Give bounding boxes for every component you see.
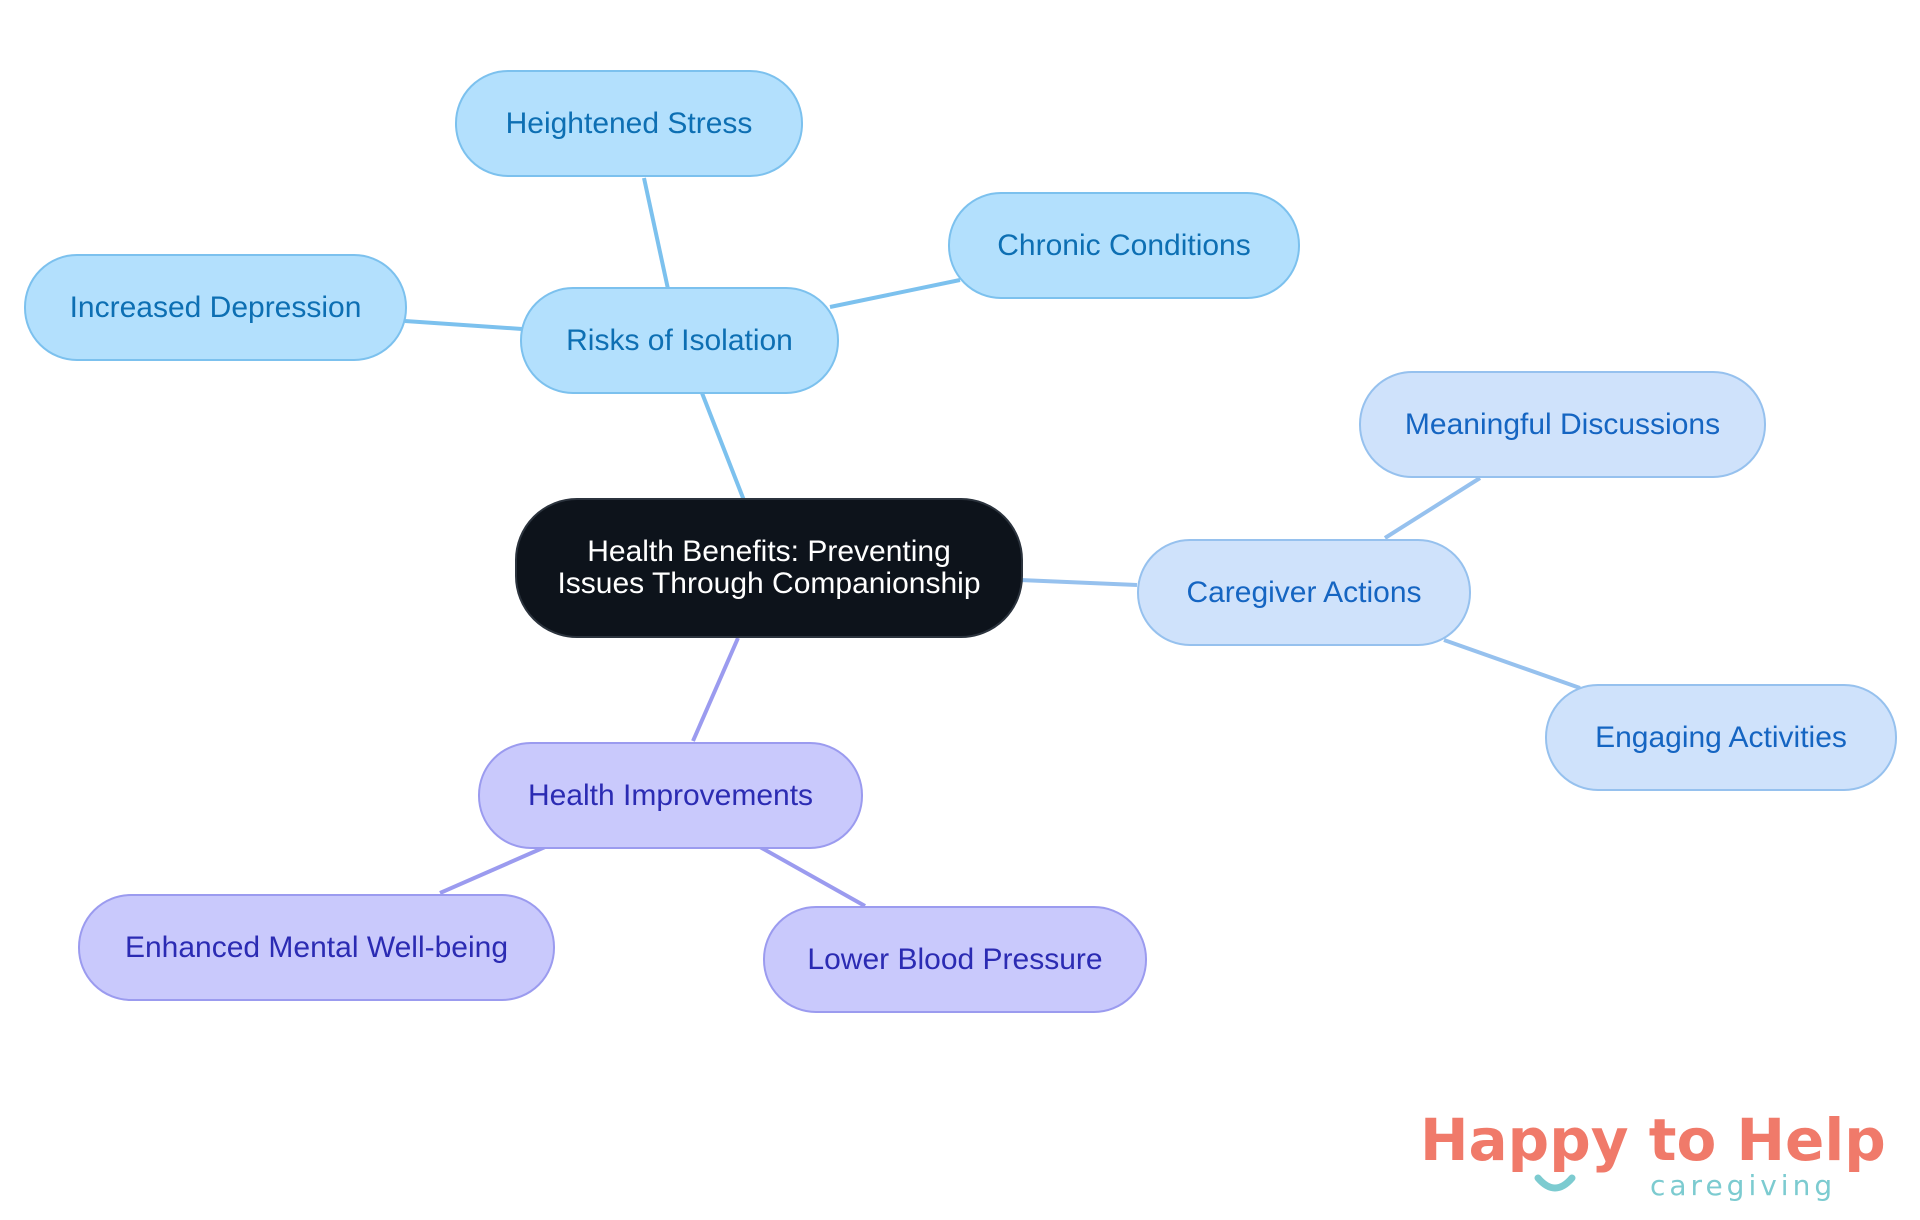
central-label-line1: Health Benefits: Preventing: [587, 534, 951, 568]
node-heightened-stress: Heightened Stress: [455, 70, 803, 177]
node-health-improvements: Health Improvements: [478, 742, 863, 849]
connector-central-risks: [700, 392, 747, 504]
connector-central-caregiver: [1019, 578, 1138, 587]
smile-icon: [1534, 1174, 1576, 1192]
connector-risks-depression: [404, 319, 523, 331]
node-label: Enhanced Mental Well-being: [124, 931, 508, 964]
connector-caregiver-discussions: [1383, 476, 1482, 540]
node-meaningful-discussions: Meaningful Discussions: [1359, 371, 1766, 478]
node-label: Engaging Activities: [1595, 721, 1847, 754]
connector-health-mental: [439, 845, 546, 895]
node-chronic-conditions: Chronic Conditions: [948, 192, 1300, 299]
logo-subtitle: caregiving: [1650, 1169, 1836, 1202]
logo-graphic: Happy to Help caregiving: [1420, 1106, 1886, 1202]
node-label: Health Improvements: [527, 779, 814, 812]
central-label-line2: Issues Through Companionship: [557, 567, 981, 600]
node-label: Increased Depression: [69, 291, 362, 324]
node-engaging-activities: Engaging Activities: [1545, 684, 1897, 791]
node-label: Chronic Conditions: [997, 229, 1251, 262]
node-lower-blood-pressure: Lower Blood Pressure: [763, 906, 1147, 1013]
node-risks-of-isolation: Risks of Isolation: [520, 287, 839, 394]
node-label: Meaningful Discussions: [1404, 408, 1721, 441]
brand-logo: Happy to Help caregiving: [1420, 1100, 1890, 1215]
node-label: Heightened Stress: [505, 107, 753, 140]
node-label: Caregiver Actions: [1186, 576, 1422, 609]
node-label: Risks of Isolation: [566, 324, 793, 357]
connector-risks-stress: [642, 177, 670, 290]
node-caregiver-actions: Caregiver Actions: [1137, 539, 1471, 646]
connector-caregiver-activities: [1443, 638, 1581, 690]
logo-title: Happy to Help: [1420, 1106, 1886, 1174]
node-increased-depression: Increased Depression: [24, 254, 407, 361]
connector-central-health: [691, 637, 740, 742]
connector-risks-chronic: [829, 278, 961, 309]
node-label: Lower Blood Pressure: [807, 943, 1103, 976]
connector-health-bp: [759, 845, 866, 908]
central-node: Health Benefits: Preventing Issues Throu…: [515, 498, 1023, 638]
node-enhanced-mental-well-being: Enhanced Mental Well-being: [78, 894, 555, 1001]
